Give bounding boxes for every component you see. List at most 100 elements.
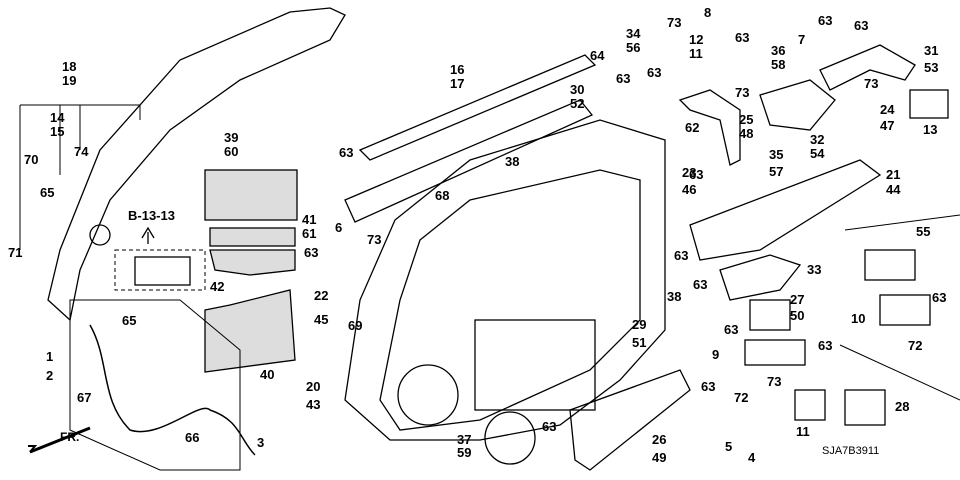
callout-l44: 44 (886, 182, 901, 197)
harness-box (69, 299, 241, 471)
callout-l33: 33 (807, 262, 822, 277)
pad-39 (204, 169, 298, 221)
callout-l58: 58 (771, 57, 786, 72)
pocket-26 (569, 369, 691, 471)
callout-l41: 41 (302, 212, 317, 227)
callout-l73b: 73 (667, 15, 682, 30)
callout-l14: 14 (50, 110, 65, 125)
callout-l38a: 38 (505, 154, 520, 169)
callout-l60: 60 (224, 144, 239, 159)
callout-l64: 64 (590, 48, 605, 63)
switch-9 (744, 339, 806, 366)
direction-label: FR. (60, 430, 80, 444)
door-panel (344, 119, 666, 441)
switch-10 (879, 294, 931, 326)
callout-l65a: 65 (40, 185, 55, 200)
callout-l56: 56 (626, 40, 641, 55)
callout-l38b: 38 (667, 289, 682, 304)
callout-l16: 16 (450, 62, 465, 77)
callout-l61: 61 (302, 226, 317, 241)
right-area (839, 214, 960, 401)
tweeter (89, 224, 111, 246)
callout-l17: 17 (450, 76, 465, 91)
callout-l53: 53 (924, 60, 939, 75)
callout-l63a: 63 (339, 145, 354, 160)
part-code: SJA7B3911 (822, 445, 880, 457)
callout-l47: 47 (880, 118, 895, 133)
callout-l25: 25 (739, 112, 754, 127)
callout-l63d: 63 (616, 71, 631, 86)
callout-l59: 59 (457, 445, 472, 460)
callout-l1: 1 (46, 349, 54, 364)
callout-l63b: 63 (304, 245, 319, 260)
switch-13 (909, 89, 949, 119)
callout-l12: 12 (689, 32, 704, 47)
callout-l11a: 11 (689, 46, 703, 61)
callout-l73d: 73 (864, 76, 879, 91)
switch-55 (864, 249, 916, 281)
wire-harness (89, 324, 256, 456)
callout-l70: 70 (24, 152, 39, 167)
callout-l27: 27 (790, 292, 805, 307)
callout-l35: 35 (769, 147, 784, 162)
callout-l34: 34 (626, 26, 641, 41)
callout-l28: 28 (895, 399, 910, 414)
pad-41 (209, 227, 296, 247)
callout-l50: 50 (790, 308, 805, 323)
callout-l65b: 65 (122, 313, 137, 328)
callout-l63i: 63 (674, 248, 689, 263)
callout-l63m: 63 (701, 379, 716, 394)
callout-l57: 57 (769, 164, 784, 179)
callout-l26: 26 (652, 432, 667, 447)
callout-l29: 29 (632, 317, 647, 332)
callout-l40: 40 (260, 367, 275, 382)
base-33 (719, 254, 802, 301)
callout-l63f: 63 (735, 30, 750, 45)
callout-l63h: 63 (689, 167, 704, 182)
callout-l63c: 63 (542, 419, 557, 434)
callout-l63g: 63 (818, 13, 833, 28)
pad-42 (209, 249, 296, 276)
garnish-31 (819, 44, 916, 91)
callout-l10: 10 (851, 311, 866, 326)
molding (358, 54, 597, 161)
callout-l51: 51 (632, 335, 647, 350)
callout-l8: 8 (704, 5, 712, 20)
callout-l63n: 63 (932, 290, 947, 305)
module-32 (759, 79, 836, 131)
control-unit (134, 256, 191, 286)
callout-l23: 23 (682, 165, 697, 180)
callout-l20: 20 (306, 379, 321, 394)
callout-l3: 3 (257, 435, 265, 450)
door-pocket (474, 319, 596, 411)
callout-l24: 24 (880, 102, 895, 117)
callout-l15: 15 (50, 124, 65, 139)
callout-l49: 49 (652, 450, 667, 465)
armrest-21 (689, 159, 882, 261)
cap-11 (794, 389, 826, 421)
callout-l73c: 73 (735, 85, 750, 100)
callout-l6: 6 (335, 220, 343, 235)
callout-l18: 18 (62, 59, 77, 74)
callout-l42: 42 (210, 279, 225, 294)
sash-garnish (47, 7, 346, 322)
callout-l74: 74 (74, 144, 89, 159)
callout-l54: 54 (810, 146, 825, 161)
callout-l63l: 63 (818, 338, 833, 353)
speaker-grille (397, 364, 459, 426)
callout-l21: 21 (886, 167, 901, 182)
callout-l66: 66 (185, 430, 200, 445)
callout-l52: 52 (570, 96, 585, 111)
callout-l62: 62 (685, 120, 700, 135)
callout-l9: 9 (712, 347, 720, 362)
callout-l37: 37 (457, 432, 472, 447)
handle-25 (678, 89, 741, 166)
callout-l22: 22 (314, 288, 329, 303)
callout-l36: 36 (771, 43, 786, 58)
callout-l68: 68 (435, 188, 450, 203)
callout-l63k: 63 (724, 322, 739, 337)
ref-box (114, 249, 206, 291)
callout-l7: 7 (798, 32, 806, 47)
callout-l69: 69 (348, 318, 363, 333)
cap-28 (844, 389, 886, 426)
